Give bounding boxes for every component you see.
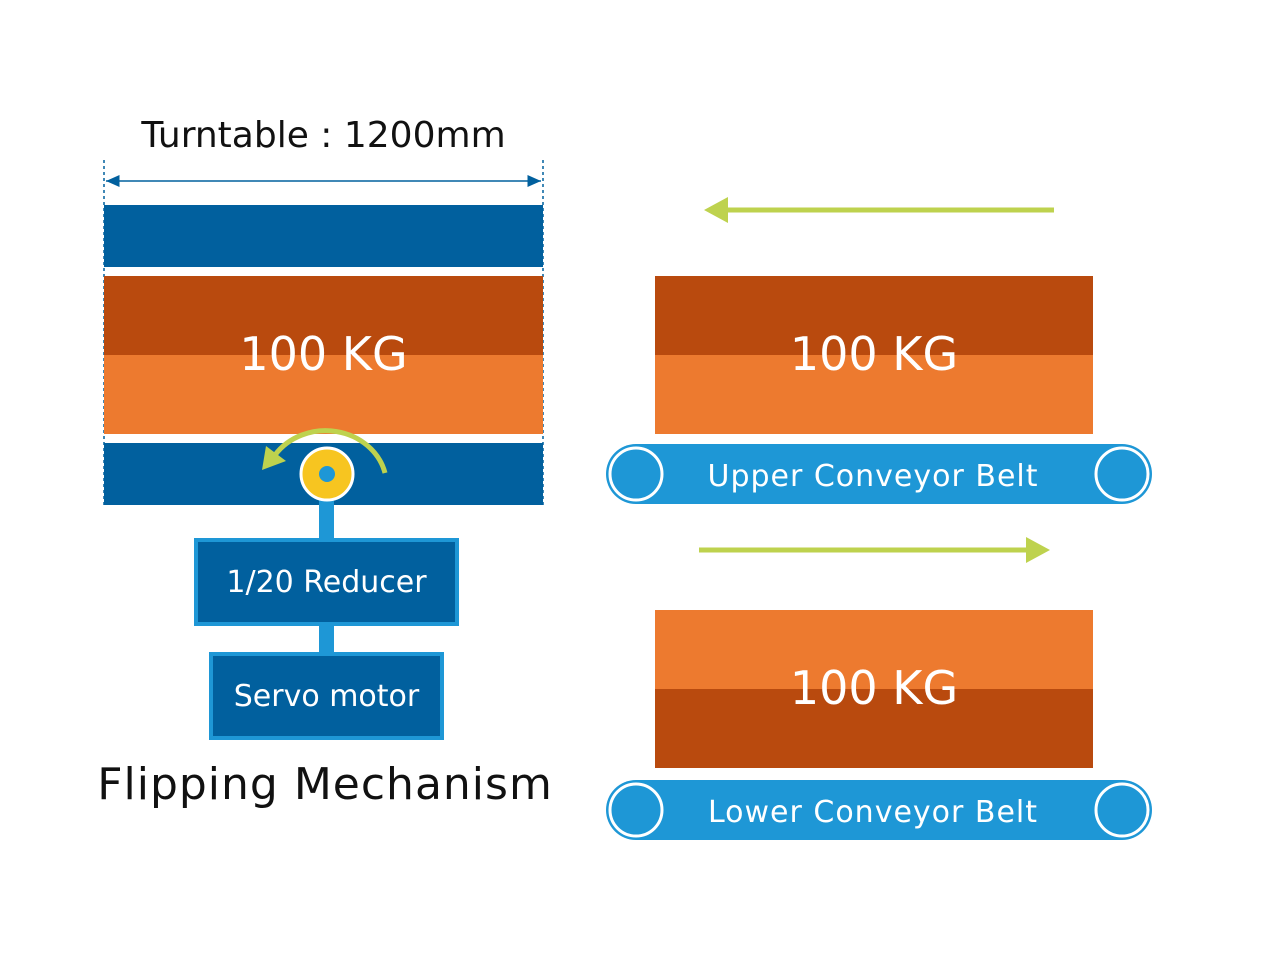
turntable-load-label: 100 KG (239, 327, 408, 381)
lower-load-dark (655, 689, 1093, 768)
lower-load-label: 100 KG (789, 661, 959, 715)
reducer-label: 1/20 Reducer (226, 565, 427, 600)
upper-load-label: 100 KG (789, 327, 959, 381)
turntable-top-plate (104, 205, 543, 267)
rotation-arrow (272, 428, 388, 474)
reducer-box (194, 538, 459, 626)
lower-direction-arrow-head (1026, 537, 1050, 563)
upper-load-dark (655, 276, 1093, 356)
upper-load-light (655, 355, 1093, 434)
upper-belt (606, 444, 1152, 504)
turntable-dimension-label: Turntable : 1200mm (141, 115, 506, 156)
mechanism-title: Flipping Mechanism (97, 759, 553, 810)
upper-direction-arrow-head (704, 197, 728, 223)
upper-belt-roller-left (608, 446, 664, 502)
lower-belt-roller-left (608, 782, 664, 838)
lower-belt-label: Lower Conveyor Belt (707, 795, 1039, 830)
lower-load-light (655, 610, 1093, 690)
upper-belt-label: Upper Conveyor Belt (707, 459, 1039, 494)
servo-box (209, 652, 444, 740)
turntable-hub-center (319, 466, 335, 482)
servo-label: Servo motor (233, 679, 420, 714)
lower-belt-roller-right (1094, 782, 1150, 838)
lower-belt (606, 780, 1152, 840)
turntable-load-dark (104, 276, 543, 356)
rotation-arrow-head (262, 446, 286, 470)
turntable-load-light (104, 355, 543, 434)
upper-belt-roller-right (1094, 446, 1150, 502)
